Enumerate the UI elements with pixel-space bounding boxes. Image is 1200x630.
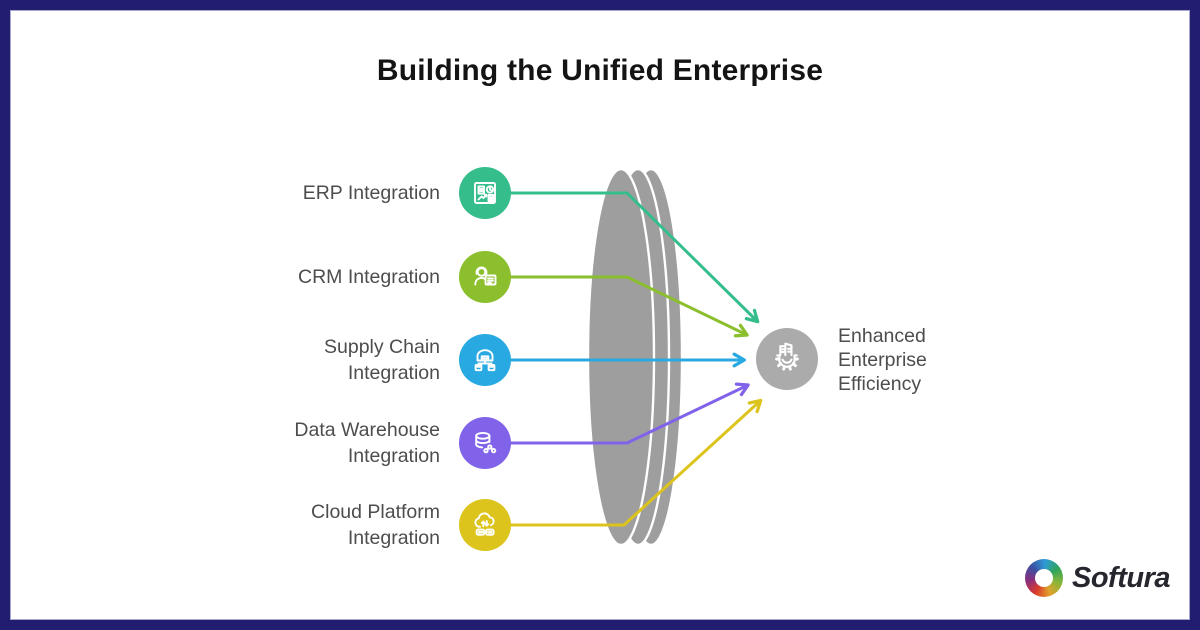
source-label: Cloud Platform Integration [311,501,440,549]
target-node [756,328,818,390]
erp-node [459,167,511,219]
arrow-data-warehouse [501,382,750,445]
source-row-crm: CRM Integration [180,251,511,303]
source-row-supply-chain: Supply Chain Integration [180,334,511,386]
arrow-erp [501,191,760,324]
source-label: ERP Integration [302,182,440,204]
arrow-cloud-platform [501,398,763,527]
source-label: Data Warehouse Integration [294,419,440,467]
supply-chain-icon [474,349,496,372]
erp-icon [474,182,496,204]
softura-logo: Softura [1025,559,1171,597]
arrow-crm [501,275,749,338]
target-label: Enhanced Enterprise Efficiency [838,325,927,395]
crm-node [459,251,511,303]
data-warehouse-icon [475,431,497,454]
source-label: Supply Chain Integration [324,336,440,384]
softura-logo-text: Softura [1072,561,1171,594]
data-warehouse-node [459,417,511,469]
cloud-platform-node [459,499,511,551]
source-label: CRM Integration [298,266,440,288]
lens-shape [586,167,684,547]
lens-layer-front [586,167,656,547]
page-title: Building the Unified Enterprise [376,54,824,87]
cloud-platform-icon [474,512,495,536]
softura-swirl-icon [1025,559,1063,597]
gear-building-icon [775,342,799,371]
supply-chain-node [459,334,511,386]
source-row-erp: ERP Integration [180,167,511,219]
source-row-data-warehouse: Data Warehouse Integration [180,417,511,469]
source-row-cloud-platform: Cloud Platform Integration [180,499,511,551]
crm-icon [474,266,497,286]
